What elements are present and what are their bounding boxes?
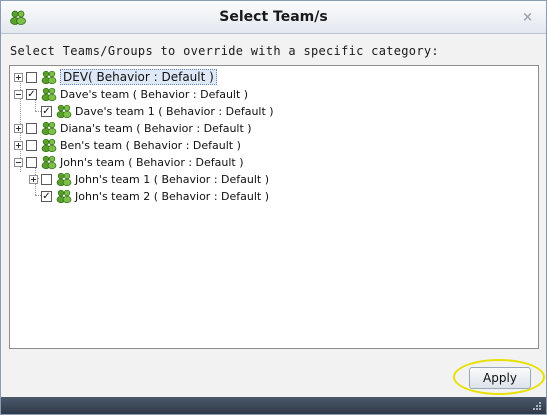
tree-node[interactable]: Diana's team ( Behavior : Default ) xyxy=(14,120,252,136)
tree-node-checkbox[interactable] xyxy=(26,139,37,151)
team-group-icon xyxy=(41,70,57,84)
tree-node[interactable]: DEV( Behavior : Default ) xyxy=(14,69,217,85)
collapse-icon[interactable] xyxy=(14,89,23,99)
title-bar[interactable]: Select Team/s × xyxy=(1,1,546,34)
tree-node[interactable]: John's team 1 ( Behavior : Default ) xyxy=(29,171,269,187)
resize-grip-icon[interactable] xyxy=(532,401,542,411)
tree-node-label[interactable]: DEV( Behavior : Default ) xyxy=(60,69,217,85)
expand-icon[interactable] xyxy=(14,123,23,133)
team-group-icon xyxy=(56,104,72,118)
expand-icon[interactable] xyxy=(14,140,23,150)
tree-node[interactable]: John's team ( Behavior : Default ) xyxy=(14,154,244,170)
collapse-icon[interactable] xyxy=(14,157,23,167)
instruction-text: Select Teams/Groups to override with a s… xyxy=(10,44,439,58)
tree-node-checkbox[interactable]: ✓ xyxy=(26,88,37,100)
tree-node-checkbox[interactable] xyxy=(26,71,37,83)
tree-node-checkbox[interactable]: ✓ xyxy=(41,105,52,117)
team-group-icon xyxy=(41,138,57,152)
apply-button[interactable]: Apply xyxy=(469,367,531,389)
expand-icon[interactable] xyxy=(14,72,23,82)
tree-node[interactable]: ✓ John's team 2 ( Behavior : Default ) xyxy=(41,188,269,204)
tree-node[interactable]: ✓ Dave's team ( Behavior : Default ) xyxy=(14,86,248,102)
tree-node-label[interactable]: Dave's team ( Behavior : Default ) xyxy=(60,87,249,101)
tree-node-label[interactable]: John's team 2 ( Behavior : Default ) xyxy=(75,189,270,203)
tree-node[interactable]: Ben's team ( Behavior : Default ) xyxy=(14,137,241,153)
tree-node[interactable]: ✓ Dave's team 1 ( Behavior : Default ) xyxy=(41,103,274,119)
team-group-icon xyxy=(41,121,57,135)
team-group-icon xyxy=(56,189,72,203)
tree-node-label[interactable]: Ben's team ( Behavior : Default ) xyxy=(60,138,241,152)
tree-node-checkbox[interactable] xyxy=(26,156,37,168)
close-icon[interactable]: × xyxy=(522,10,533,25)
team-group-icon xyxy=(41,87,57,101)
tree-node-label[interactable]: John's team 1 ( Behavior : Default ) xyxy=(75,172,270,186)
dialog-title: Select Team/s xyxy=(219,9,328,25)
team-group-icon xyxy=(41,155,57,169)
tree-node-label[interactable]: Dave's team 1 ( Behavior : Default ) xyxy=(75,104,274,118)
tree-node-label[interactable]: John's team ( Behavior : Default ) xyxy=(60,155,244,169)
team-group-icon xyxy=(10,10,26,25)
team-tree[interactable]: DEV( Behavior : Default ) ✓ Dave's team ( … xyxy=(9,65,539,349)
tree-node-checkbox[interactable] xyxy=(41,173,52,185)
tree-node-label[interactable]: Diana's team ( Behavior : Default ) xyxy=(60,121,252,135)
team-group-icon xyxy=(56,172,72,186)
tree-node-checkbox[interactable] xyxy=(26,122,37,134)
tree-node-checkbox[interactable]: ✓ xyxy=(41,190,52,202)
status-bar xyxy=(1,397,546,414)
expand-icon[interactable] xyxy=(29,174,38,184)
